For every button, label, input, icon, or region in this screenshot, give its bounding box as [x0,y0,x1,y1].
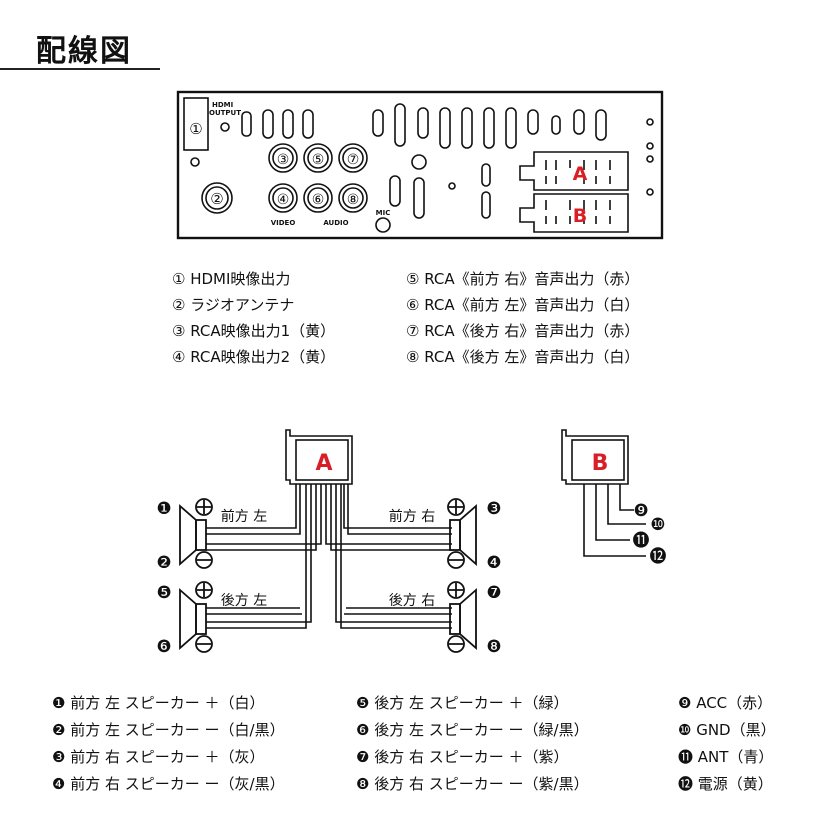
wire-legend-item: ⓬ 電源（黄） [678,775,773,793]
wire-number-5: ❺ [156,583,171,603]
speaker-label-front-left: 前方 左 [221,508,267,525]
wire-number-7: ❼ [486,583,501,603]
rear-panel: ① HDMI OUTPUT ② [176,90,664,240]
harness-a-label: A [315,451,332,476]
port-legend-item: ③ RCA映像出力1（黄） [172,322,336,340]
wire-number-6: ❻ [156,637,171,657]
port-4-number: ④ [277,192,290,208]
wire-legend-item: ❽ 後方 右 スピーカー ー（紫/黒） [356,775,589,793]
harness-a: A [206,429,452,629]
harness-b-label: B [592,451,609,476]
rca-jacks [268,143,368,213]
port-legend-item: ① HDMI映像出力 [172,270,291,288]
port-legend-item: ⑦ RCA《後方 右》音声出力（赤） [406,322,640,340]
wire-number-12: ⓬ [650,547,667,567]
wire-legend-col3: ❾ ACC（赤） ❿ GND（黒） ⓫ ANT（青） ⓬ 電源（黄） [678,690,776,798]
port-3-number: ③ [277,152,290,168]
wire-number-2: ❷ [156,553,171,573]
wire-legend-item: ❸ 前方 右 スピーカー ＋（灰） [52,748,265,766]
wire-number-1: ❶ [156,499,171,519]
speaker-label-front-right: 前方 右 [389,508,435,525]
wire-number-4: ❹ [486,553,501,573]
wire-legend-col1: ❶ 前方 左 スピーカー ＋（白） ❷ 前方 左 スピーカー ー（白/黒） ❸ … [52,690,285,798]
speaker-rear-right [447,581,477,653]
port-1-number: ① [189,120,202,138]
wire-legend-item: ❻ 後方 左 スピーカー ー（緑/黒） [356,721,589,739]
video-label: VIDEO [271,219,296,227]
wire-number-9: ❾ [633,501,648,521]
wire-number-8: ❽ [486,637,501,657]
port-2-number: ② [210,190,223,208]
wire-legend-item: ❺ 後方 左 スピーカー ＋（緑） [356,694,569,712]
port-5-number: ⑤ [312,152,325,168]
title-underline [0,68,160,70]
panel-connector-b: B [519,193,629,233]
wire-legend-item: ⓫ ANT（青） [678,748,774,766]
port-legend-left: ① HDMI映像出力 ② ラジオアンテナ ③ RCA映像出力1（黄） ④ RCA… [172,266,335,370]
wire-legend-item: ❾ ACC（赤） [678,694,773,712]
wire-number-10: ❿ [650,515,665,535]
audio-label: AUDIO [323,219,348,227]
speaker-front-left [179,498,213,569]
port-legend-item: ④ RCA映像出力2（黄） [172,348,336,366]
port-6-number: ⑥ [312,192,325,208]
port-legend-item: ⑤ RCA《前方 右》音声出力（赤） [406,270,640,288]
panel-connector-a: A [519,151,629,191]
port-7-number: ⑦ [347,152,360,168]
wire-legend-item: ❶ 前方 左 スピーカー ＋（白） [52,694,265,712]
port-legend-item: ⑧ RCA《後方 左》音声出力（白） [406,348,640,366]
wire-legend-item: ❿ GND（黒） [678,721,776,739]
port-legend-item: ② ラジオアンテナ [172,296,295,314]
panel-connector-a-label: A [573,163,588,185]
page-title: 配線図 [36,34,132,69]
wire-number-11: ⓫ [633,531,650,551]
wire-legend-col2: ❺ 後方 左 スピーカー ＋（緑） ❻ 後方 左 スピーカー ー（緑/黒） ❼ … [356,690,589,798]
hdmi-label-line1: HDMI [212,101,233,109]
speaker-label-rear-right: 後方 右 [389,593,435,609]
harness-b: B [561,429,646,557]
panel-connector-b-label: B [573,205,587,227]
wire-legend-item: ❷ 前方 左 スピーカー ー（白/黒） [52,721,285,739]
port-legend-right: ⑤ RCA《前方 右》音声出力（赤） ⑥ RCA《前方 左》音声出力（白） ⑦ … [406,266,639,370]
wire-legend-item: ❼ 後方 右 スピーカー ＋（紫） [356,748,569,766]
hdmi-label-line2: OUTPUT [209,109,241,117]
speaker-label-rear-left: 後方 左 [221,593,267,609]
port-8-number: ⑧ [347,192,360,208]
speaker-rear-left [179,581,213,653]
wire-legend-item: ❹ 前方 右 スピーカー ー（灰/黒） [52,775,285,793]
speaker-front-right [447,498,477,569]
mic-label: MIC [376,209,391,217]
wire-number-3: ❸ [486,499,501,519]
port-legend-item: ⑥ RCA《前方 左》音声出力（白） [406,296,640,314]
